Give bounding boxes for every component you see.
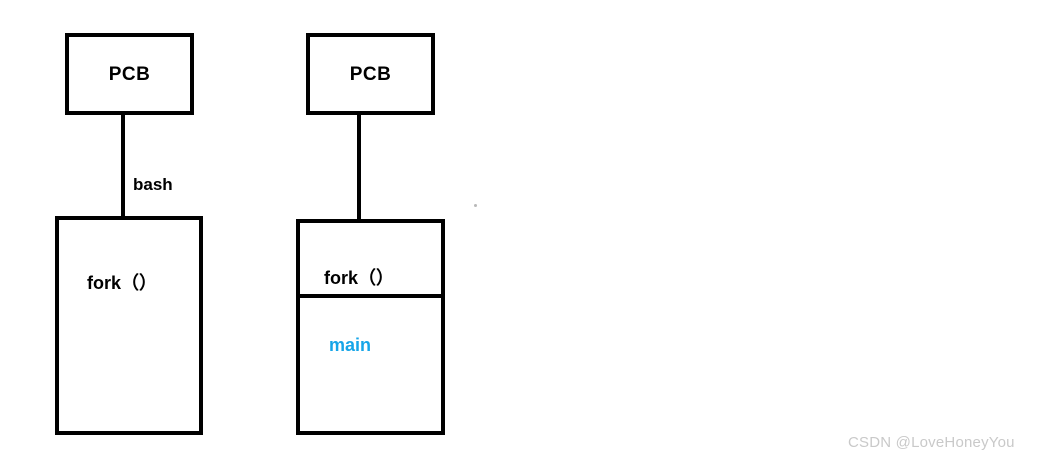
pcb-box-left: PCB (65, 33, 194, 115)
watermark-text: CSDN @LoveHoneyYou (848, 434, 1015, 451)
process-box-divider (296, 294, 445, 298)
connector-line-left (121, 115, 125, 216)
pcb-label-left: PCB (108, 63, 151, 85)
process-box-right: fork（） main (296, 219, 445, 435)
pcb-box-right: PCB (306, 33, 435, 115)
pcb-label-right: PCB (349, 63, 392, 85)
process-label-right-fork: fork（） (324, 268, 395, 288)
edge-label-bash: bash (133, 175, 173, 194)
connector-line-right (357, 115, 361, 219)
process-label-right-main: main (329, 335, 372, 355)
process-label-left-fork: fork（） (87, 273, 158, 293)
process-box-left: fork（） (55, 216, 203, 435)
dot-artifact (474, 204, 477, 207)
